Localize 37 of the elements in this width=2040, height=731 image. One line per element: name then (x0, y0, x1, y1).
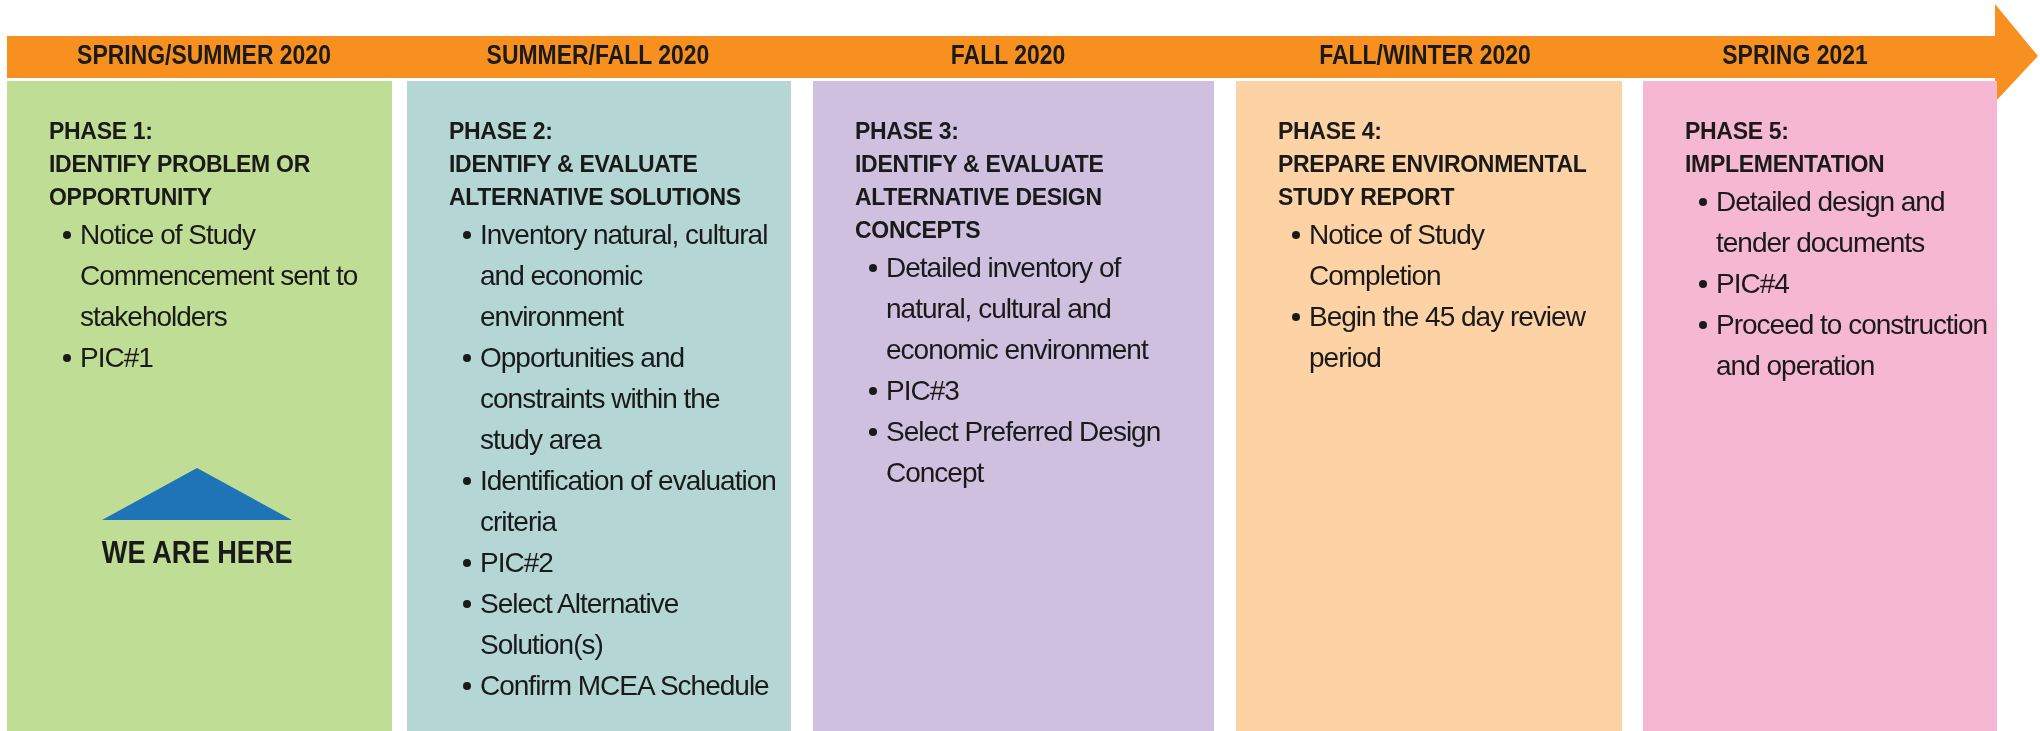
phase-title: IMPLEMENTATION (1685, 150, 1885, 179)
phase-panel (813, 81, 1214, 731)
phase-number: PHASE 3: (855, 117, 959, 146)
phase-title: PREPARE ENVIRONMENTAL STUDY REPORT (1278, 150, 1588, 212)
bullet-text: Opportunities and constraints within the study area (480, 342, 720, 455)
bullet-text: Inventory natural, cultural and economic environment (480, 219, 768, 332)
season-label: FALL/WINTER 2020 (1319, 40, 1531, 71)
bullet-text: Notice of Study Completion (1309, 219, 1484, 291)
bullet-text: PIC#2 (480, 547, 553, 578)
phase-number: PHASE 5: (1685, 117, 1789, 146)
marker-caption: WE ARE HERE (101, 534, 293, 571)
season-label: SPRING/SUMMER 2020 (77, 40, 331, 71)
season-label: SPRING 2021 (1722, 40, 1868, 71)
bullet-text: Confirm MCEA Schedule (480, 670, 769, 701)
bullet-text: Proceed to construction and operation (1716, 309, 1988, 381)
phase-panel (1643, 81, 1997, 731)
phase-panel (1236, 81, 1622, 731)
phase-title: IDENTIFY & EVALUATE ALTERNATIVE DESIGN CONCEPTS (855, 150, 1105, 245)
phase-number: PHASE 4: (1278, 117, 1382, 146)
phase-number: PHASE 1: (49, 117, 153, 146)
bullet-text: Select Alternative Solution(s) (480, 588, 679, 660)
bullet-text: PIC#3 (886, 375, 959, 406)
bullet-text: Select Preferred Design Concept (886, 416, 1161, 488)
phase-number: PHASE 2: (449, 117, 553, 146)
bullet-text: Detailed inventory of natural, cultural and economic environment (886, 252, 1148, 365)
bullet-text: Detailed design and tender documents (1716, 186, 1945, 258)
bullet-text: PIC#1 (80, 342, 153, 373)
season-label: SUMMER/FALL 2020 (486, 40, 710, 71)
phase-title: IDENTIFY PROBLEM OR OPPORTUNITY (49, 150, 311, 212)
bullet-text: Notice of Study Commencement sent to stakeholders (80, 219, 358, 332)
bullet-text: Begin the 45 day review period (1309, 301, 1585, 373)
phase-panel (407, 81, 791, 731)
season-label: FALL 2020 (950, 40, 1066, 71)
phase-panel (7, 81, 392, 731)
bullet-text: PIC#4 (1716, 268, 1789, 299)
bullet-text: Identification of evaluation criteria (480, 465, 776, 537)
phase-title: IDENTIFY & EVALUATE ALTERNATIVE SOLUTIONS (449, 150, 742, 212)
